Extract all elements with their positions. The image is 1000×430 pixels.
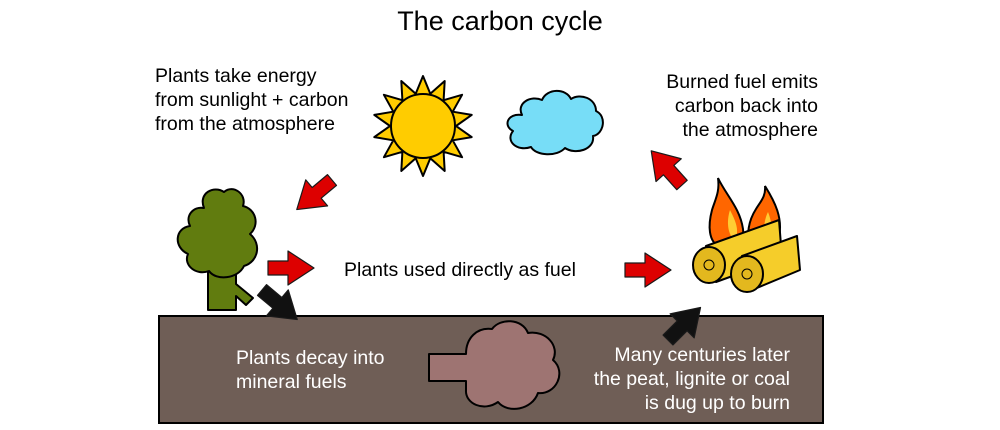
fire-logs-icon	[692, 177, 801, 293]
tree-icon	[176, 188, 259, 311]
label-plants-take-energy: Plants take energy from sunlight + carbo…	[155, 65, 349, 135]
label-plants-decay: Plants decay into mineral fuels	[236, 347, 385, 393]
diagram-title: The carbon cycle	[397, 6, 603, 36]
arrow-fuel-label-to-logs	[624, 252, 672, 288]
label-plants-used-as-fuel: Plants used directly as fuel	[344, 259, 576, 281]
arrow-tree-to-fuel-label	[267, 250, 315, 286]
arrow-sun-to-tree	[285, 166, 344, 224]
sun-icon	[373, 75, 473, 177]
fossil-deposit-icon	[428, 320, 561, 410]
arrow-fire-to-cloud	[637, 138, 696, 197]
label-many-centuries-later: Many centuries later the peat, lignite o…	[593, 344, 790, 414]
label-burned-fuel-emits: Burned fuel emits carbon back into the a…	[666, 71, 818, 141]
cloud-icon	[506, 89, 604, 156]
